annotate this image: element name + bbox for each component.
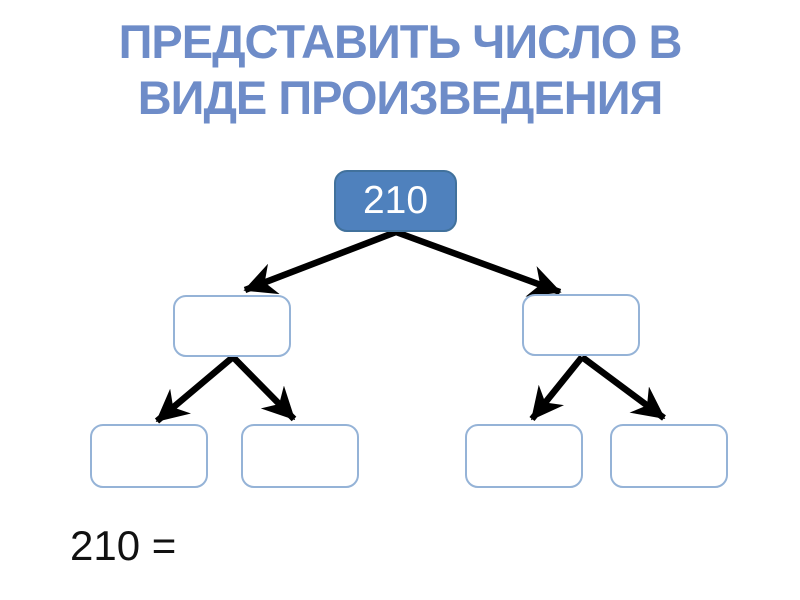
arrow-right-to-leaf4 xyxy=(580,354,666,421)
slide-title-line-2: ВИДЕ ПРОИЗВЕДЕНИЯ xyxy=(137,71,664,124)
tree-leaf-node-4 xyxy=(610,424,728,488)
tree-root-node: 210 xyxy=(334,170,457,232)
arrow-right-to-leaf3 xyxy=(529,354,585,422)
tree-factor-node-left xyxy=(173,295,291,357)
tree-leaf-node-2 xyxy=(241,424,359,488)
arrow-left-to-leaf1 xyxy=(154,354,236,424)
equation-text: 210 = xyxy=(70,522,177,569)
tree-root-label: 210 xyxy=(362,179,429,222)
tree-leaf-node-1 xyxy=(90,424,208,488)
slide-title-line-1: ПРЕДСТАВИТЬ ЧИСЛО В xyxy=(118,15,683,68)
arrow-root-to-right xyxy=(394,228,562,297)
slide-title: ПРЕДСТАВИТЬ ЧИСЛО В ВИДЕ ПРОИЗВЕДЕНИЯ xyxy=(0,14,800,126)
tree-factor-node-right xyxy=(522,294,640,356)
arrow-left-to-leaf2 xyxy=(230,354,297,422)
arrow-root-to-left xyxy=(243,228,398,295)
tree-leaf-node-3 xyxy=(465,424,583,488)
